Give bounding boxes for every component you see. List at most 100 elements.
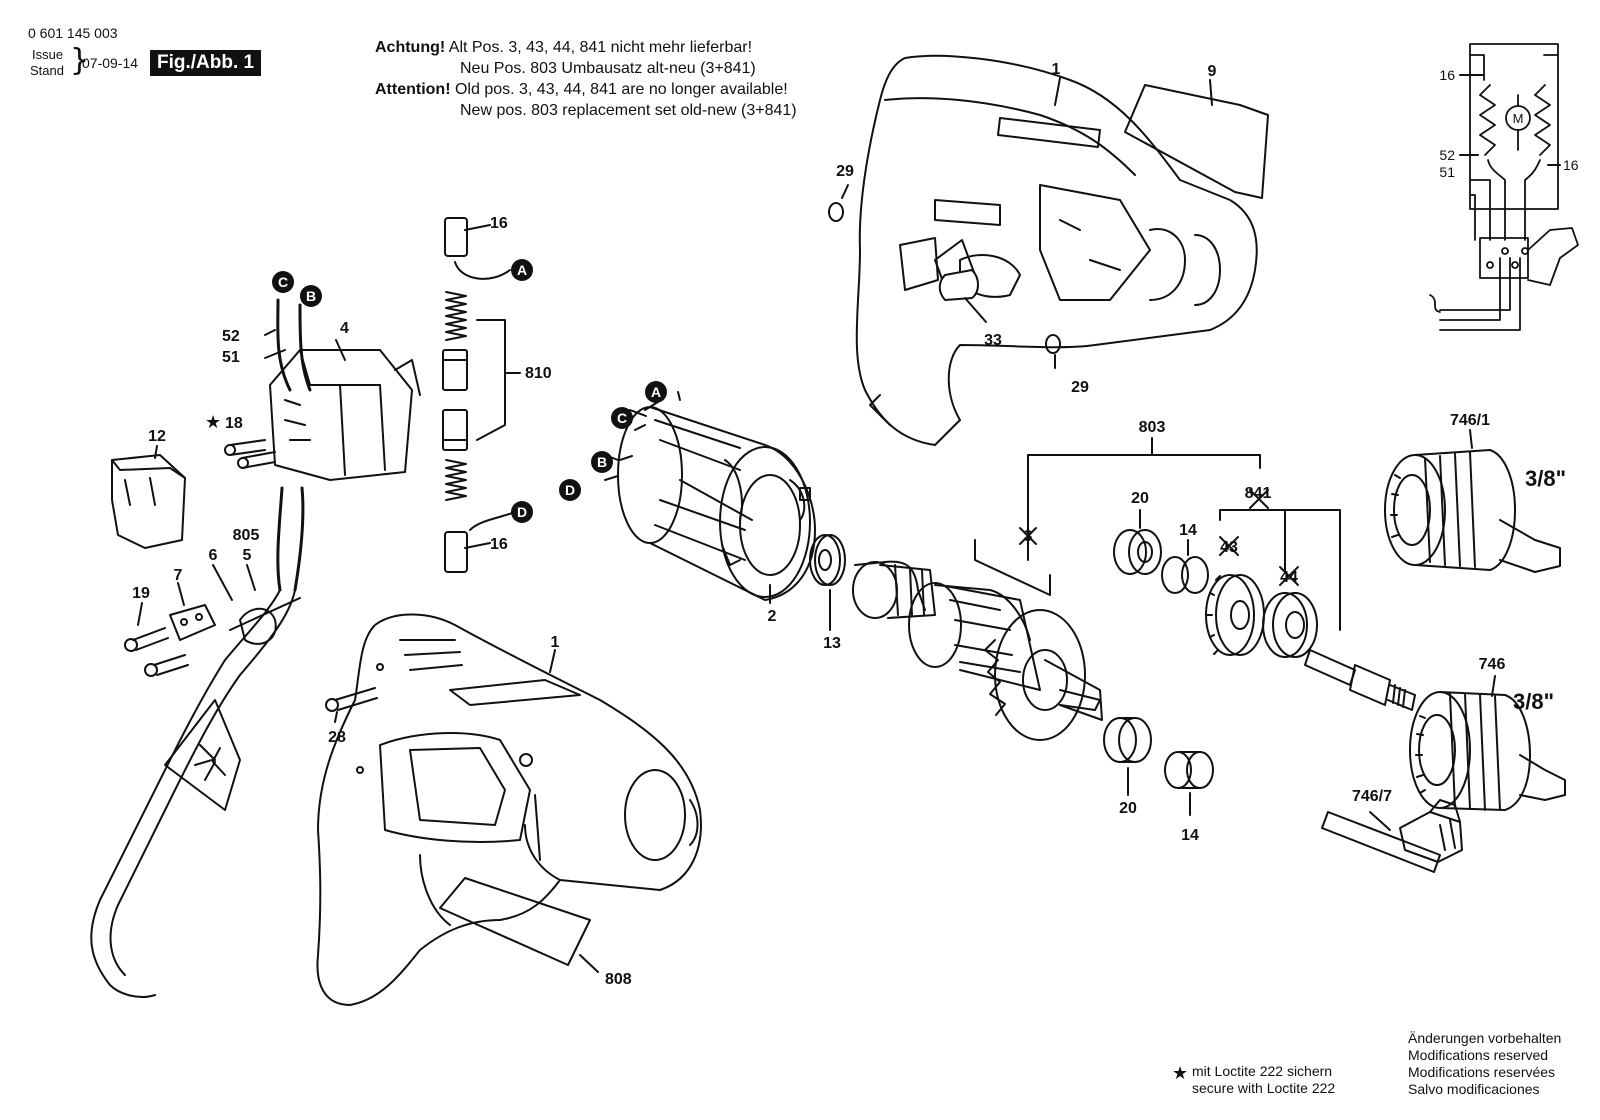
screw-19b bbox=[153, 654, 189, 676]
callout-2: 2 bbox=[768, 608, 777, 625]
callout-18: 18 bbox=[225, 415, 243, 432]
callout-16-bottom: 16 bbox=[490, 536, 508, 553]
loctite-star-icon: ★ bbox=[205, 412, 221, 432]
figure-label: Fig./Abb. 1 bbox=[150, 50, 262, 76]
issue-date: 07-09-14 bbox=[82, 55, 139, 71]
notice-de-line2: Neu Pos. 803 Umbausatz alt-neu (3+841) bbox=[460, 60, 756, 77]
notice-en-text1: Old pos. 3, 43, 44, 841 are no longer av… bbox=[454, 81, 788, 98]
bearing-20-upper bbox=[1113, 529, 1162, 575]
callout-14-lower: 14 bbox=[1181, 827, 1199, 844]
wiring-callout-52: 52 bbox=[1439, 147, 1455, 163]
marker-a-top: A bbox=[517, 262, 527, 278]
callout-6: 6 bbox=[209, 547, 218, 564]
callout-12: 12 bbox=[148, 428, 166, 445]
spindle bbox=[1304, 649, 1416, 711]
callout-16-top: 16 bbox=[490, 215, 508, 232]
needle-bearing-14-upper bbox=[1161, 556, 1209, 594]
callout-52: 52 bbox=[222, 328, 240, 345]
notice-en-line2: New pos. 803 replacement set old-new (3+… bbox=[460, 102, 797, 119]
chuck-size-lower: 3/8" bbox=[1513, 689, 1554, 714]
stand-label: Stand bbox=[30, 63, 64, 78]
callout-1-top: 1 bbox=[1052, 61, 1061, 78]
o-ring-bottom bbox=[1045, 334, 1061, 354]
warning-plate bbox=[439, 877, 591, 966]
callout-20-upper: 20 bbox=[1131, 490, 1149, 507]
callout-29-top: 29 bbox=[836, 163, 854, 180]
brush-spring-bottom bbox=[442, 409, 468, 501]
marker-c-stator: C bbox=[617, 410, 627, 426]
bracket-810 bbox=[476, 319, 506, 441]
callout-20-lower: 20 bbox=[1119, 800, 1137, 817]
callout-43: 43 bbox=[1220, 539, 1238, 556]
callout-19: 19 bbox=[132, 585, 150, 602]
callout-4: 4 bbox=[340, 320, 349, 337]
modifications-en: Modifications reserved bbox=[1408, 1047, 1549, 1063]
marker-c-switch: C bbox=[278, 274, 288, 290]
cable-clamp bbox=[169, 604, 216, 641]
document-number: 0 601 145 003 bbox=[28, 25, 118, 41]
callout-808: 808 bbox=[605, 971, 632, 988]
loctite-note-en: secure with Loctite 222 bbox=[1192, 1080, 1336, 1096]
callout-1-bottom: 1 bbox=[551, 634, 560, 651]
bracket-803 bbox=[1027, 454, 1261, 517]
cord-clip bbox=[111, 454, 186, 549]
bearing-20-lower bbox=[1103, 717, 1152, 763]
notice-en-line1: Attention! Old pos. 3, 43, 44, 841 are n… bbox=[375, 80, 788, 100]
field-stator bbox=[604, 401, 816, 601]
brush-spring-top bbox=[442, 291, 468, 391]
loctite-note-de: mit Loctite 222 sichern bbox=[1192, 1063, 1333, 1079]
screw-19a bbox=[132, 627, 169, 651]
callout-746: 746 bbox=[1479, 656, 1506, 673]
nameplate bbox=[1124, 84, 1269, 199]
o-ring-top bbox=[828, 202, 844, 222]
callout-51: 51 bbox=[222, 349, 240, 366]
marker-b-switch: B bbox=[306, 288, 316, 304]
wiring-callout-16-right: 16 bbox=[1563, 157, 1579, 173]
power-cord bbox=[90, 589, 301, 998]
connection-markers bbox=[272, 259, 667, 523]
wiring-callout-51: 51 bbox=[1439, 164, 1455, 180]
chuck-746-1 bbox=[1384, 449, 1561, 573]
wiring-schematic bbox=[1429, 43, 1579, 331]
callout-5: 5 bbox=[243, 547, 252, 564]
callout-7: 7 bbox=[174, 567, 183, 584]
callout-3: 3 bbox=[1024, 528, 1033, 545]
carbon-brush-top bbox=[444, 217, 511, 280]
bracket-3 bbox=[974, 539, 1051, 596]
motor-symbol: M bbox=[1513, 111, 1524, 126]
housing-half-top bbox=[855, 54, 1258, 446]
housing-half-bottom bbox=[316, 613, 702, 1006]
chuck-key bbox=[1321, 799, 1463, 873]
callout-29-bottom: 29 bbox=[1071, 379, 1089, 396]
chuck-size-upper: 3/8" bbox=[1525, 466, 1566, 491]
modifications-de: Änderungen vorbehalten bbox=[1408, 1030, 1562, 1046]
marker-a-stator: A bbox=[651, 384, 661, 400]
callout-28: 28 bbox=[328, 729, 346, 746]
wiring-callout-16-left: 16 bbox=[1439, 67, 1455, 83]
callout-14-upper: 14 bbox=[1179, 522, 1197, 539]
notice-de-head: Achtung! bbox=[375, 39, 446, 56]
notice-en-head: Attention! bbox=[375, 81, 451, 98]
callout-33: 33 bbox=[984, 332, 1002, 349]
callout-805: 805 bbox=[233, 527, 260, 544]
ball-bearing-44 bbox=[1262, 592, 1318, 658]
callout-9: 9 bbox=[1208, 63, 1217, 80]
footnote-star-icon: ★ bbox=[1172, 1063, 1189, 1083]
needle-bearing-14-lower bbox=[1164, 751, 1214, 789]
ball-bearing-13 bbox=[809, 534, 846, 586]
modifications-es: Salvo modificaciones bbox=[1408, 1081, 1540, 1097]
notice-de-text1: Alt Pos. 3, 43, 44, 841 nicht mehr liefe… bbox=[448, 39, 753, 56]
cord-protector bbox=[164, 699, 241, 811]
notice-de-line1: Achtung! Alt Pos. 3, 43, 44, 841 nicht m… bbox=[375, 38, 752, 58]
marker-d-stator: D bbox=[565, 482, 575, 498]
marker-b-stator: B bbox=[597, 454, 607, 470]
marker-d-bottom: D bbox=[517, 504, 527, 520]
switch-button bbox=[938, 269, 979, 301]
callout-labels: 1 9 29 33 29 16 16 810 4 52 51 ★ 18 12 8… bbox=[132, 61, 1579, 988]
issue-label: Issue bbox=[32, 47, 64, 62]
issue-brace: } bbox=[70, 43, 90, 78]
callout-810: 810 bbox=[525, 365, 552, 382]
callout-803: 803 bbox=[1139, 419, 1166, 436]
modifications-fr: Modifications reservées bbox=[1408, 1064, 1556, 1080]
